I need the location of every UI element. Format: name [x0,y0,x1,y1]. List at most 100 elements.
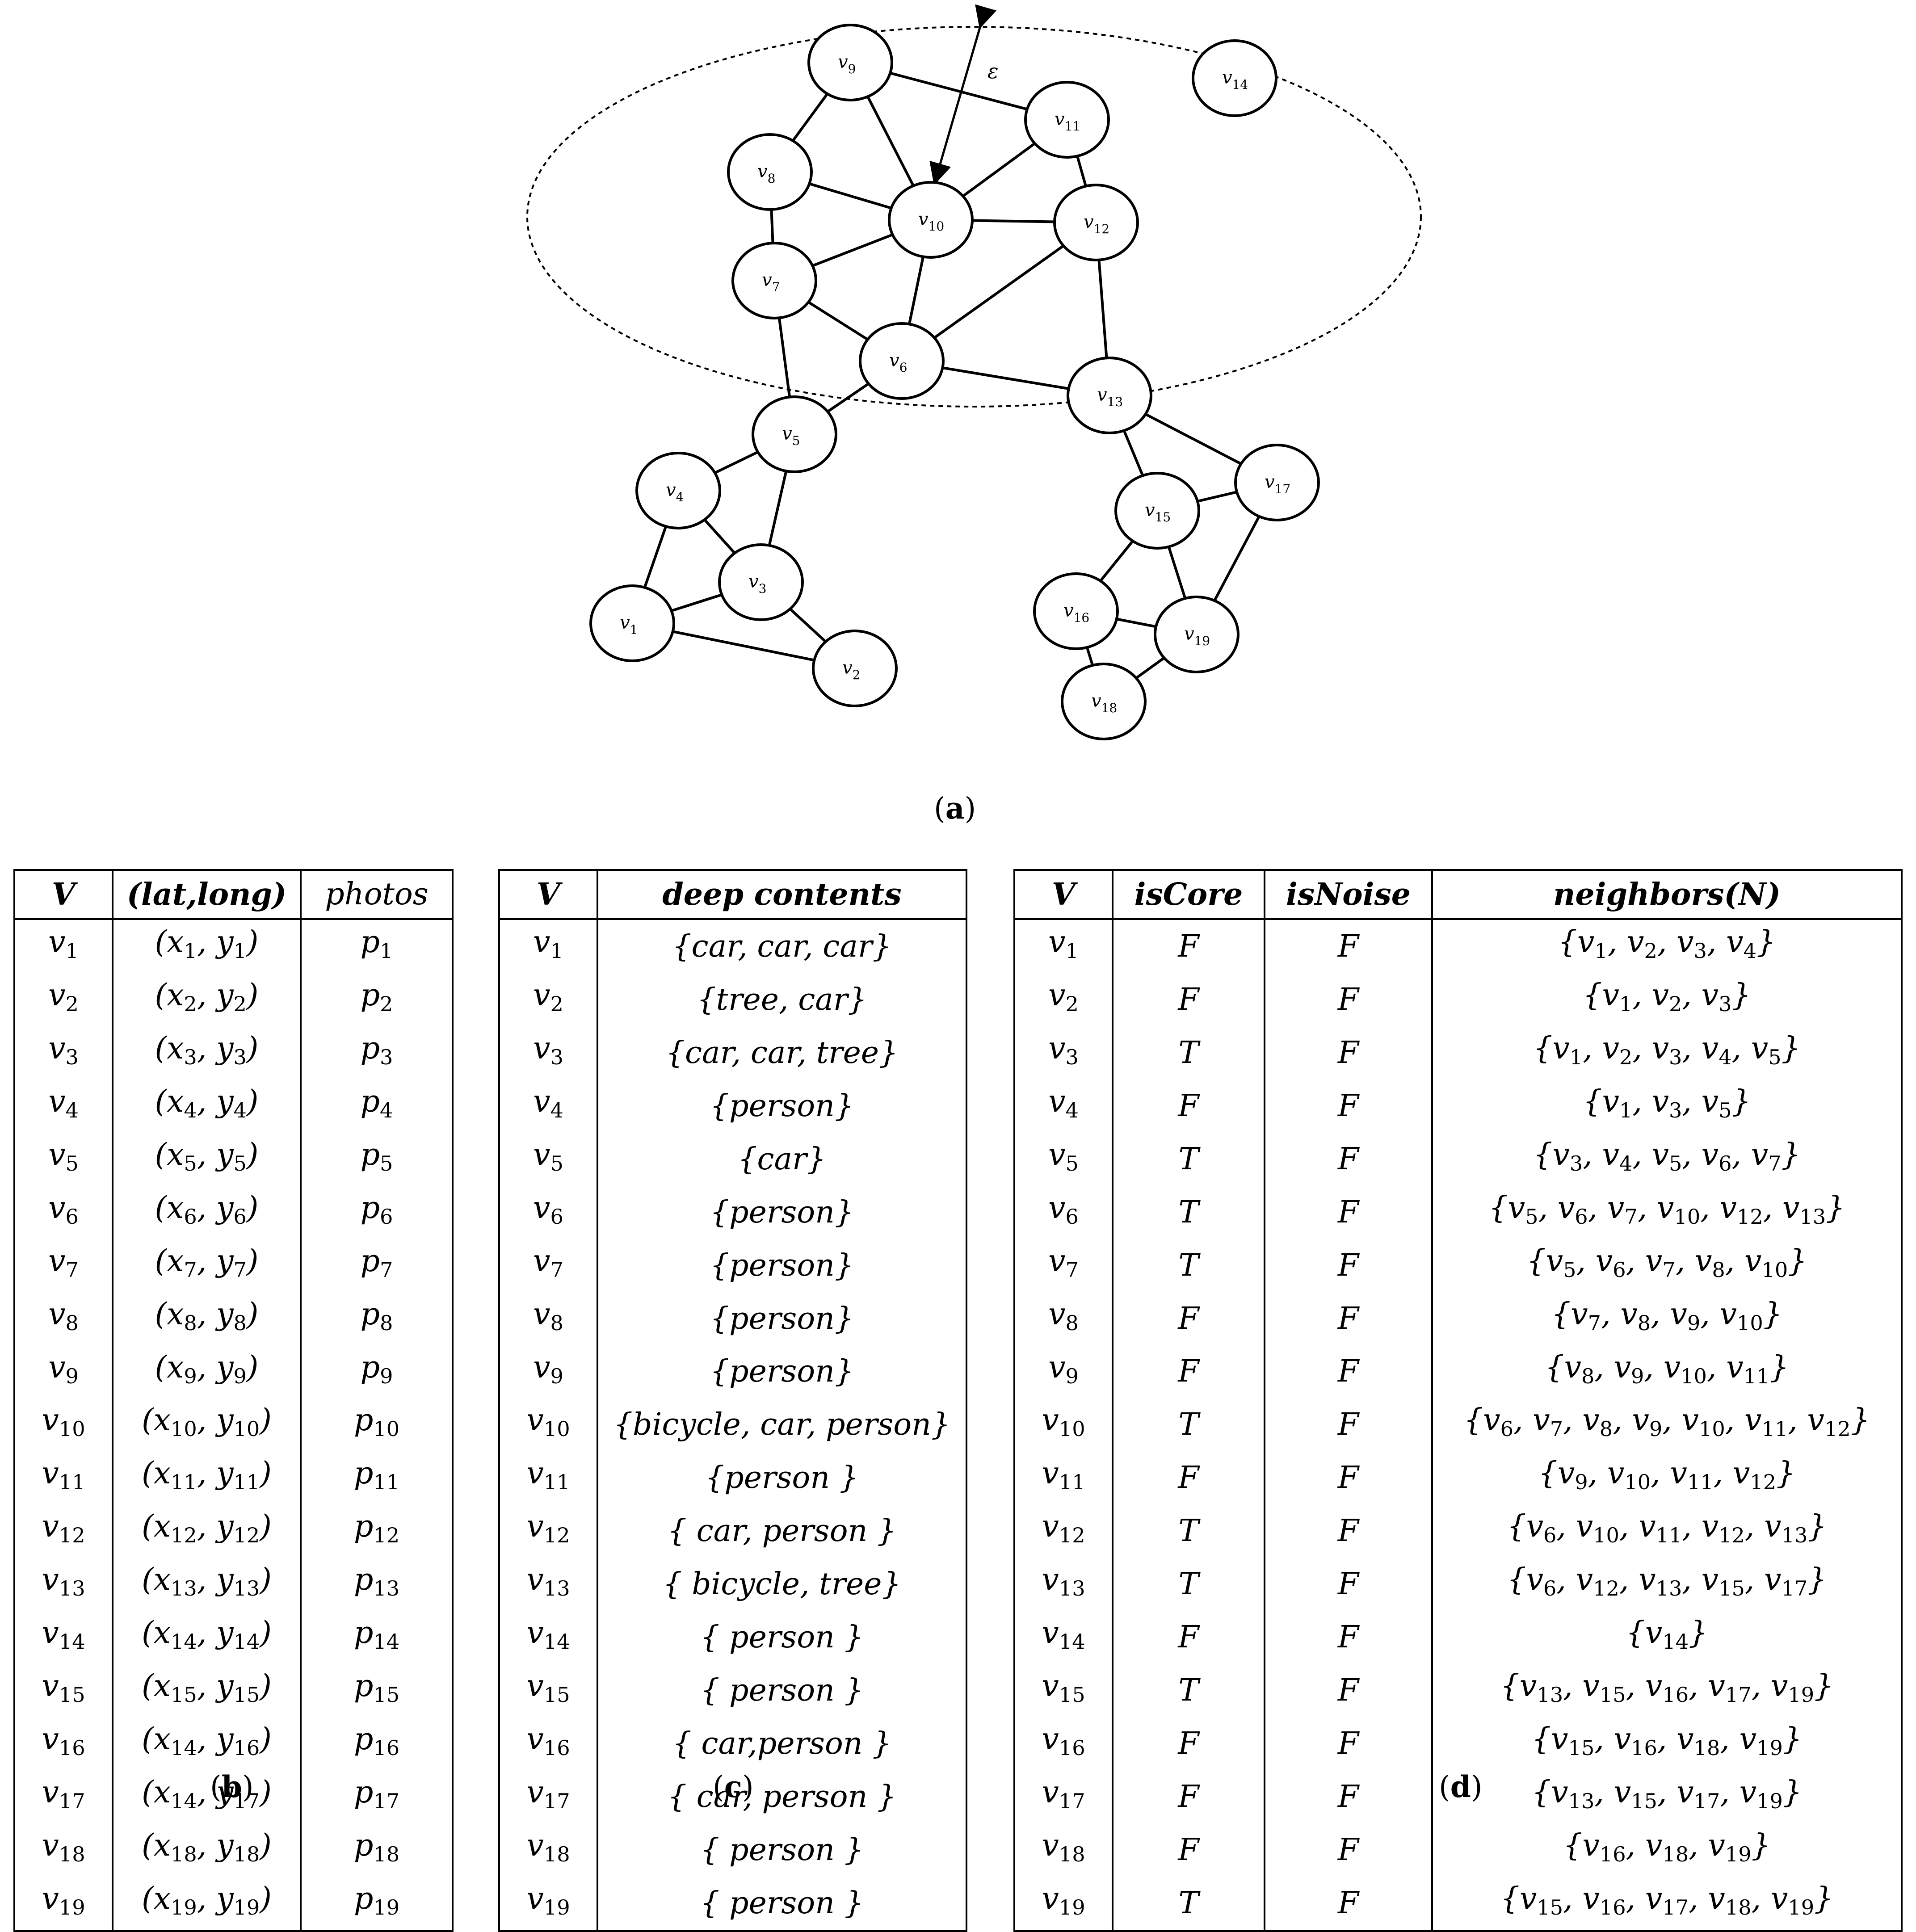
cell-neighbors: {v15, v16, v18, v19} [1431,1717,1903,1770]
table-row: v6(x6, y6)p6 [13,1185,454,1239]
table-row: v16{ car,person } [498,1717,967,1770]
table-row: v8(x8, y8)p8 [13,1292,454,1345]
cell-vertex: v8 [498,1292,598,1345]
cell-vertex: v4 [13,1079,113,1133]
cell-deep-contents: {person} [597,1185,967,1239]
cell-deep-contents: {car, car, car} [597,919,967,973]
table-row: v19(x19, y19)p19 [13,1876,454,1931]
table-row: v3{car, car, tree} [498,1026,967,1079]
cell-isnoise: F [1264,1026,1433,1079]
cell-isnoise: F [1264,1558,1433,1611]
cell-iscore: F [1112,1079,1265,1133]
cell-isnoise: F [1264,1451,1433,1505]
cell-iscore: F [1112,1611,1265,1664]
cell-vertex: v17 [1013,1770,1113,1823]
cell-iscore: F [1112,1292,1265,1345]
cell-latlong: (x12, y12) [112,1504,302,1558]
table-row: v18(x18, y18)p18 [13,1823,454,1877]
cell-photo: p3 [300,1026,454,1079]
cell-latlong: (x1, y1) [112,919,302,973]
cell-vertex: v15 [1013,1664,1113,1718]
node-v7: v7 [731,242,817,319]
cell-photo: p4 [300,1079,454,1133]
cell-isnoise: F [1264,973,1433,1026]
table-row: v8{person} [498,1292,967,1345]
epsilon-label: ε [987,59,999,83]
cell-latlong: (x5, y5) [112,1132,302,1186]
cell-photo: p12 [300,1504,454,1558]
cell-neighbors: {v8, v9, v10, v11} [1431,1345,1903,1399]
cell-latlong: (x19, y19) [112,1876,302,1931]
cell-vertex: v18 [498,1823,598,1877]
cell-deep-contents: { car, person } [597,1770,967,1823]
cell-neighbors: {v13, v15, v17, v19} [1431,1770,1903,1823]
cell-vertex: v8 [13,1292,113,1345]
table-row: v5(x5, y5)p5 [13,1132,454,1186]
cell-isnoise: F [1264,1079,1433,1133]
cell-deep-contents: {person} [597,1292,967,1345]
cell-deep-contents: {car, car, tree} [597,1026,967,1079]
cell-deep-contents: {bicycle, car, person} [597,1398,967,1452]
cell-neighbors: {v5, v6, v7, v10, v12, v13} [1431,1185,1903,1239]
node-v15: v15 [1114,472,1200,550]
cell-deep-contents: { bicycle, tree} [597,1558,967,1611]
table-row: v9(x9, y9)p9 [13,1345,454,1399]
cell-vertex: v3 [1013,1026,1113,1079]
cell-iscore: T [1112,1504,1265,1558]
cell-vertex: v19 [1013,1876,1113,1931]
cell-deep-contents: {person } [597,1451,967,1505]
table-row: v4{person} [498,1079,967,1133]
node-v8: v8 [727,133,813,211]
cell-vertex: v12 [1013,1504,1113,1558]
cell-photo: p5 [300,1132,454,1186]
cell-isnoise: F [1264,1611,1433,1664]
cell-neighbors: {v13, v15, v16, v17, v19} [1431,1664,1903,1718]
table-row: v12(x12, y12)p12 [13,1504,454,1558]
cell-vertex: v5 [1013,1132,1113,1186]
cell-isnoise: F [1264,1398,1433,1452]
cell-vertex: v11 [13,1451,113,1505]
cell-vertex: v2 [498,973,598,1026]
table-row: v1(x1, y1)p1 [13,919,454,973]
cell-neighbors: {v1, v2, v3} [1431,973,1903,1026]
cell-isnoise: F [1264,1823,1433,1877]
cell-neighbors: {v1, v2, v3, v4} [1431,919,1903,973]
table-row: v15(x15, y15)p15 [13,1664,454,1718]
cell-isnoise: F [1264,1292,1433,1345]
cell-isnoise: F [1264,1239,1433,1292]
cell-isnoise: F [1264,919,1433,973]
cell-vertex: v6 [13,1185,113,1239]
cell-photo: p9 [300,1345,454,1399]
node-v4: v4 [635,452,721,529]
table-row: v17{ car, person } [498,1770,967,1823]
cell-neighbors: {v3, v4, v5, v6, v7} [1431,1132,1903,1186]
cell-vertex: v2 [13,973,113,1026]
cell-deep-contents: { person } [597,1664,967,1718]
cell-deep-contents: { person } [597,1611,967,1664]
cell-vertex: v18 [1013,1823,1113,1877]
node-v13: v13 [1067,357,1152,434]
cell-iscore: F [1112,1345,1265,1399]
cell-vertex: v6 [498,1185,598,1239]
node-v9: v9 [807,24,893,101]
cell-latlong: (x18, y18) [112,1823,302,1877]
cell-vertex: v16 [498,1717,598,1770]
node-v3: v3 [718,543,804,621]
table-row: v10(x10, y10)p10 [13,1398,454,1452]
cell-deep-contents: {person} [597,1079,967,1133]
cell-vertex: v3 [13,1026,113,1079]
cell-neighbors: {v1, v2, v3, v4, v5} [1431,1026,1903,1079]
node-v2: v2 [812,630,898,707]
cell-iscore: T [1112,1239,1265,1292]
cell-vertex: v16 [1013,1717,1113,1770]
cell-vertex: v15 [498,1664,598,1718]
